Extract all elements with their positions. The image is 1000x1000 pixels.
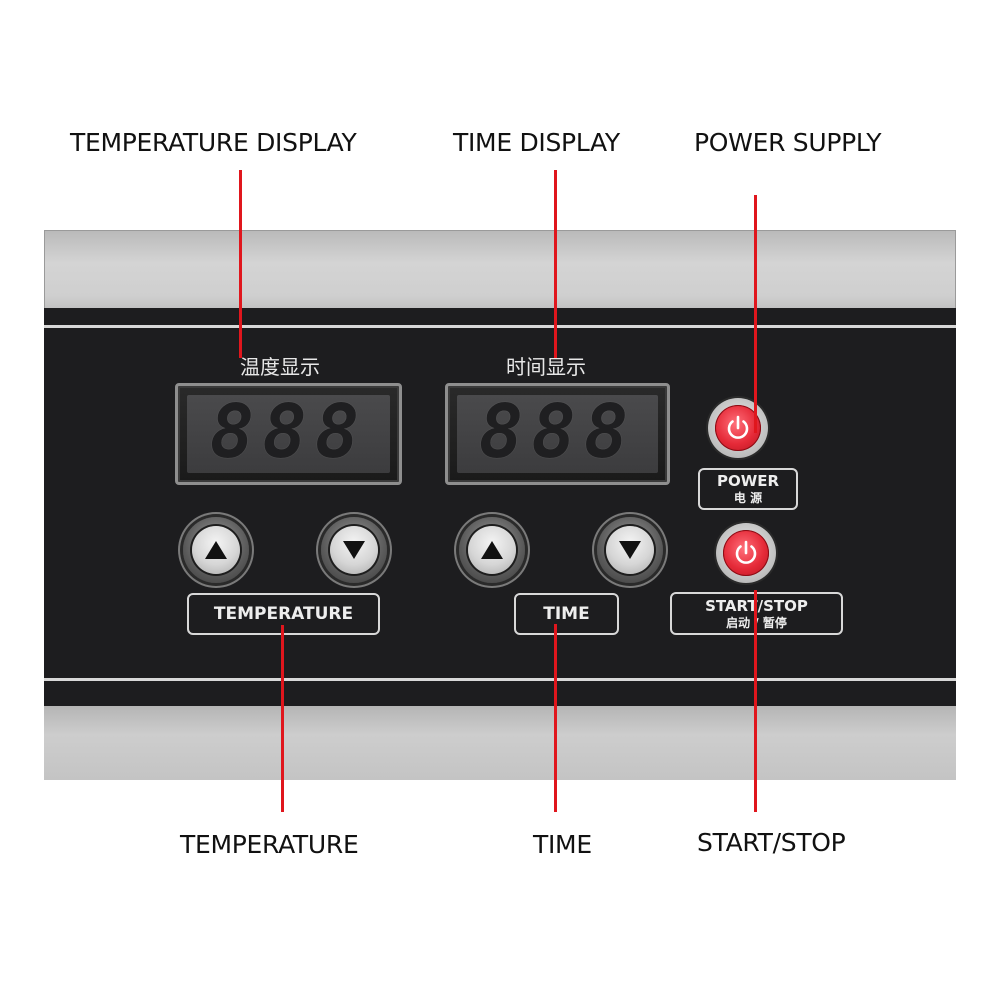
start-stop-button[interactable] — [716, 523, 776, 583]
power-icon — [727, 415, 749, 439]
panel-top-stripe — [44, 325, 956, 328]
time-digits: 888 — [478, 389, 637, 475]
power-label-cn: 电 源 — [733, 491, 763, 505]
temperature-up-button-face[interactable] — [192, 526, 240, 574]
triangle-down-icon — [619, 541, 641, 559]
power-icon — [735, 540, 757, 564]
start-stop-button-face[interactable] — [723, 530, 769, 576]
power-button-face[interactable] — [715, 405, 761, 451]
control-panel — [44, 308, 956, 706]
leader-line-start-stop — [754, 590, 757, 812]
leader-line-time — [554, 624, 557, 812]
temperature-display: 888 — [175, 383, 402, 485]
triangle-up-icon — [481, 541, 503, 559]
callout-temperature-display: TEMPERATURE DISPLAY — [70, 128, 357, 157]
leader-line-power-supply — [754, 195, 757, 433]
power-label: POWER 电 源 — [698, 468, 798, 510]
time-display-window: 888 — [457, 395, 658, 473]
callout-temperature: TEMPERATURE — [180, 830, 359, 859]
time-up-button-face[interactable] — [468, 526, 516, 574]
panel-bottom-stripe — [44, 678, 956, 681]
time-display-cn-label: 时间显示 — [506, 355, 586, 379]
temperature-down-button-face[interactable] — [330, 526, 378, 574]
callout-start-stop: START/STOP — [697, 828, 846, 857]
temperature-up-button[interactable] — [183, 517, 249, 583]
time-down-button[interactable] — [597, 517, 663, 583]
leader-line-temperature — [281, 625, 284, 812]
power-button[interactable] — [708, 398, 768, 458]
temperature-digits: 888 — [209, 389, 368, 475]
triangle-up-icon — [205, 541, 227, 559]
callout-time: TIME — [533, 830, 592, 859]
time-down-button-face[interactable] — [606, 526, 654, 574]
time-button-label: TIME — [514, 593, 619, 635]
temperature-down-button[interactable] — [321, 517, 387, 583]
leader-line-temperature-display — [239, 170, 242, 358]
time-up-button[interactable] — [459, 517, 525, 583]
time-display: 888 — [445, 383, 670, 485]
leader-line-time-display — [554, 170, 557, 358]
triangle-down-icon — [343, 541, 365, 559]
callout-time-display: TIME DISPLAY — [453, 128, 620, 157]
temperature-display-window: 888 — [187, 395, 390, 473]
control-plate-bottom — [44, 705, 956, 780]
temperature-display-cn-label: 温度显示 — [240, 355, 320, 379]
power-label-en: POWER — [716, 472, 780, 490]
callout-power-supply: POWER SUPPLY — [694, 128, 882, 157]
